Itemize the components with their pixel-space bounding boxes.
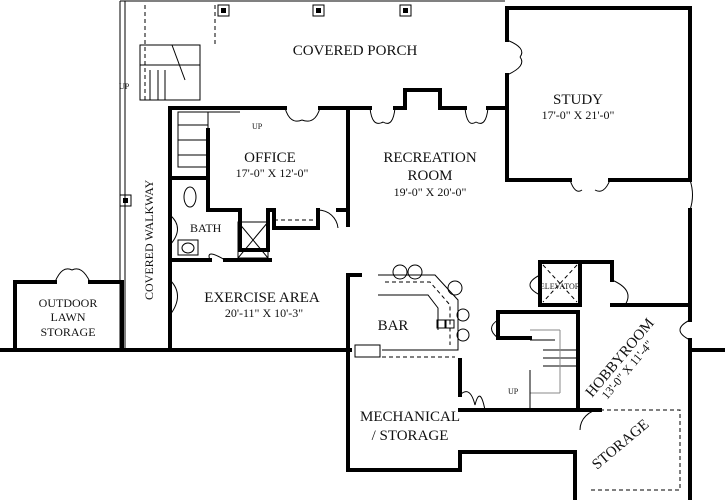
office-size: 17'-0" X 12'-0" xyxy=(236,166,309,180)
mechanical-label-2: / STORAGE xyxy=(372,428,449,444)
bath-fixtures xyxy=(177,186,318,259)
interior-stairs xyxy=(177,111,578,410)
study-label: STUDY xyxy=(553,92,603,108)
mechanical-label-1: MECHANICAL xyxy=(360,409,460,425)
elevator-label: ELEVATOR xyxy=(540,282,581,291)
outdoor-storage-label-2: LAWN xyxy=(50,310,85,324)
recreation-label-1: RECREATION xyxy=(383,150,477,166)
exercise-size: 20'-11" X 10'-3" xyxy=(225,306,303,320)
study-size: 17'-0" X 21'-0" xyxy=(542,108,615,122)
storage-shelf xyxy=(590,409,681,491)
doors xyxy=(169,39,693,431)
outdoor-storage-label-3: STORAGE xyxy=(40,325,95,339)
bar-label: BAR xyxy=(378,318,409,334)
exercise-label: EXERCISE AREA xyxy=(204,290,320,306)
walls xyxy=(168,6,692,500)
outdoor-storage-label-1: OUTDOOR xyxy=(39,296,98,310)
office-stairs-up-label: UP xyxy=(252,122,263,131)
bath-label: BATH xyxy=(190,221,222,235)
recreation-label-2: ROOM xyxy=(407,168,452,184)
bar-counter xyxy=(354,264,470,358)
storage-label: STORAGE xyxy=(589,417,652,474)
recreation-size: 19'-0" X 20'-0" xyxy=(394,185,467,199)
hobby-stairs-up-label: UP xyxy=(508,387,519,396)
outdoor-lawn-storage xyxy=(13,268,124,352)
office-label: OFFICE xyxy=(244,150,296,166)
porch-stairs xyxy=(139,44,201,101)
stairs-up-label: UP xyxy=(119,82,130,91)
covered-walkway-label: COVERED WALKWAY xyxy=(142,179,156,300)
elevator xyxy=(542,264,578,303)
covered-porch-label: COVERED PORCH xyxy=(293,43,418,59)
